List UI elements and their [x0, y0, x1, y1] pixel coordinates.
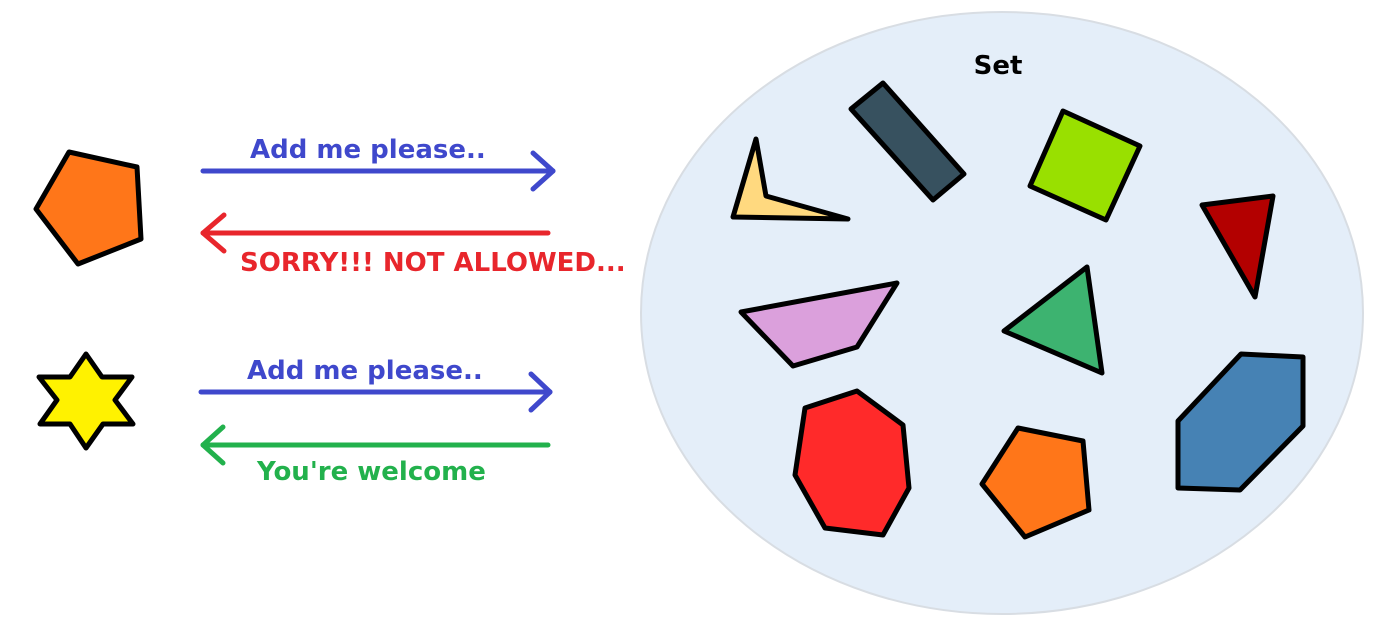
- response-arrow-1: [200, 212, 551, 254]
- orange-pentagon-candidate: [33, 149, 144, 267]
- set-title: Set: [974, 51, 1023, 81]
- dark-rectangle: [848, 80, 967, 203]
- blue-hexagon: [1175, 351, 1306, 493]
- response-label-1: SORRY!!! NOT ALLOWED...: [240, 248, 626, 278]
- yellow-concave-shape: [730, 136, 851, 222]
- request-arrow-1: [200, 150, 556, 192]
- green-square: [1027, 108, 1143, 223]
- yellow-star-candidate: [36, 351, 136, 451]
- response-arrow-2: [200, 424, 551, 466]
- request-label-2: Add me please..: [247, 356, 483, 386]
- request-arrow-2: [198, 371, 553, 413]
- green-triangle: [1001, 264, 1105, 376]
- pink-trapezoid: [738, 280, 900, 369]
- dark-red-triangle: [1199, 193, 1276, 300]
- orange-pentagon-member: [979, 425, 1092, 540]
- request-label-1: Add me please..: [250, 135, 486, 165]
- red-octagon: [792, 388, 912, 538]
- response-label-2: You're welcome: [256, 457, 486, 487]
